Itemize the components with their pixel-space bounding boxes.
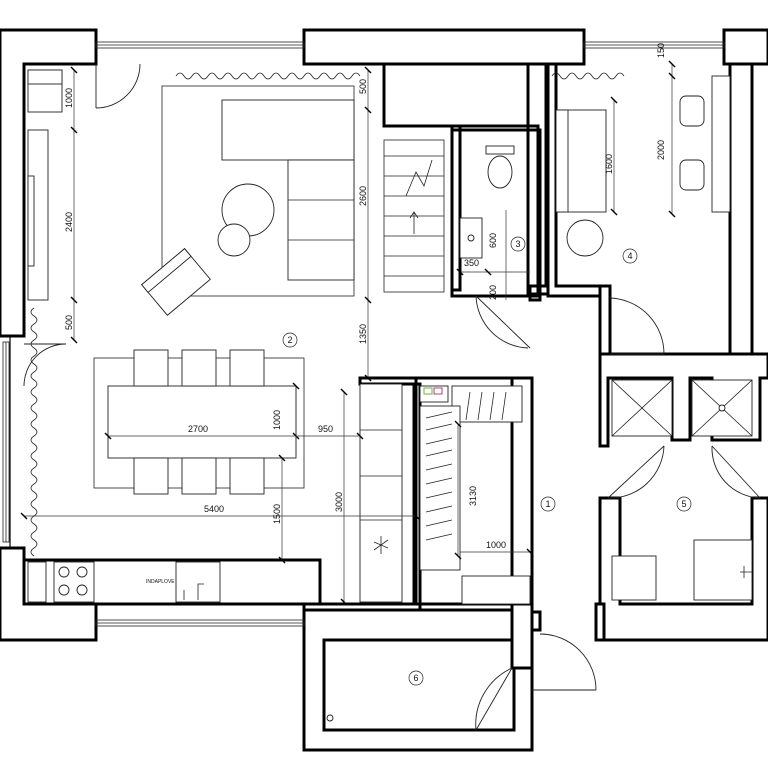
dim-mid-1350: 1350: [358, 324, 368, 344]
dim-kitchen-1500: 1500: [272, 504, 282, 524]
svg-text:6: 6: [413, 673, 418, 683]
dim-bath-600: 600: [488, 233, 498, 248]
dim-hall-3130: 3130: [468, 486, 478, 506]
walls: [0, 28, 768, 752]
svg-text:5: 5: [681, 499, 686, 509]
dining-furniture: [93, 349, 305, 495]
windows: [2, 41, 725, 627]
svg-text:2: 2: [287, 335, 292, 345]
room-numbers: 2 3 4 1 5 6: [282, 236, 692, 686]
room-label-3: 3: [510, 236, 526, 252]
dim-dining-2700: 2700: [188, 424, 208, 434]
desk: [711, 75, 731, 213]
bathroom-3-fixtures: [459, 145, 515, 259]
bedroom-4-furniture: [555, 75, 731, 257]
dimension-labels: 1000 2400 500 500 2600 1350 600 350 200 …: [64, 43, 666, 550]
svg-text:3: 3: [515, 239, 520, 249]
appliance-label: INDAPLOVE: [146, 579, 175, 585]
doors: [23, 63, 761, 731]
dim-dining-1000: 1000: [272, 410, 282, 430]
dim-mid-2600: 2600: [358, 186, 368, 206]
stove: [53, 561, 95, 603]
sofa-seat: [287, 159, 355, 281]
dim-bath-200: 200: [488, 285, 498, 300]
bathroom-5-fixtures: [611, 379, 753, 601]
armchair: [141, 248, 211, 316]
sink-star: [373, 536, 389, 554]
room-label-2: 2: [282, 332, 298, 348]
chair-2: [679, 159, 705, 191]
sofa-back: [221, 99, 355, 161]
dim-total-5400: 5400: [204, 504, 224, 514]
dim-dining-950: 950: [318, 424, 333, 434]
tv: [27, 175, 35, 267]
room-label-5: 5: [676, 496, 692, 512]
svg-text:1: 1: [545, 499, 550, 509]
hall-wardrobe: [419, 385, 531, 605]
dim-top-500: 500: [358, 79, 368, 94]
dim-bath-350: 350: [464, 258, 479, 268]
dimension-lines: [20, 60, 676, 606]
dining-table: [107, 385, 297, 459]
chair-1: [679, 95, 705, 127]
toilet: [487, 155, 513, 189]
stairs: [383, 139, 445, 293]
room-label-4: 4: [622, 248, 638, 264]
kitchen-counter-right: [359, 383, 403, 603]
living-room-furniture: [27, 69, 355, 316]
fixture-6: [326, 714, 334, 722]
room-label-1: 1: [540, 496, 556, 512]
dim-hall-1000: 1000: [486, 540, 506, 550]
dim-bed-1600: 1600: [604, 154, 614, 174]
curtains: [30, 72, 625, 557]
dim-bed-150: 150: [656, 43, 666, 58]
round-table: [566, 219, 604, 257]
svg-text:4: 4: [627, 251, 632, 261]
room-label-6: 6: [408, 670, 424, 686]
side-table: [217, 223, 251, 257]
dim-left-2400: 2400: [64, 212, 74, 232]
dim-kitchen-3000: 3000: [334, 492, 344, 512]
dim-bed-2000: 2000: [656, 140, 666, 160]
dim-left-500: 500: [64, 315, 74, 330]
kitchen: INDAPLOVE: [27, 383, 403, 603]
dim-left-1000: 1000: [64, 88, 74, 108]
